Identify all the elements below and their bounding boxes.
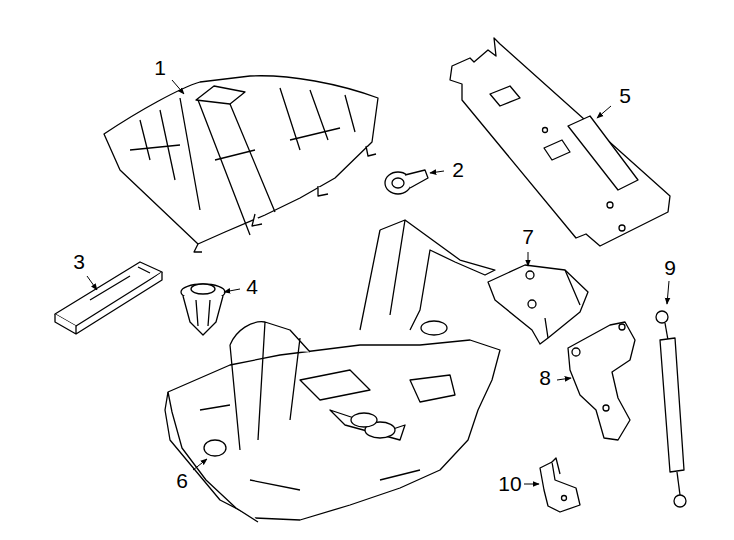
push-pin	[385, 170, 428, 194]
callout-number: 5	[617, 84, 633, 107]
callout-number: 8	[537, 366, 553, 389]
callout-number: 4	[244, 275, 260, 298]
upper-bracket	[488, 265, 588, 344]
rear-panel	[104, 76, 378, 252]
callout-number: 2	[450, 158, 466, 181]
retainer-clip	[181, 284, 225, 335]
side-bracket	[568, 322, 635, 440]
callout-number: 10	[496, 472, 523, 495]
callout-number: 6	[174, 469, 190, 492]
floor-tray	[165, 220, 500, 522]
callout-number: 3	[71, 250, 87, 273]
callout-number: 9	[662, 256, 678, 279]
callout-number: 7	[520, 225, 536, 248]
mounting-plate	[450, 38, 670, 246]
leader-lines	[87, 80, 669, 484]
gas-strut	[656, 311, 686, 507]
callout-number: 1	[152, 56, 168, 79]
small-bracket	[540, 458, 580, 512]
